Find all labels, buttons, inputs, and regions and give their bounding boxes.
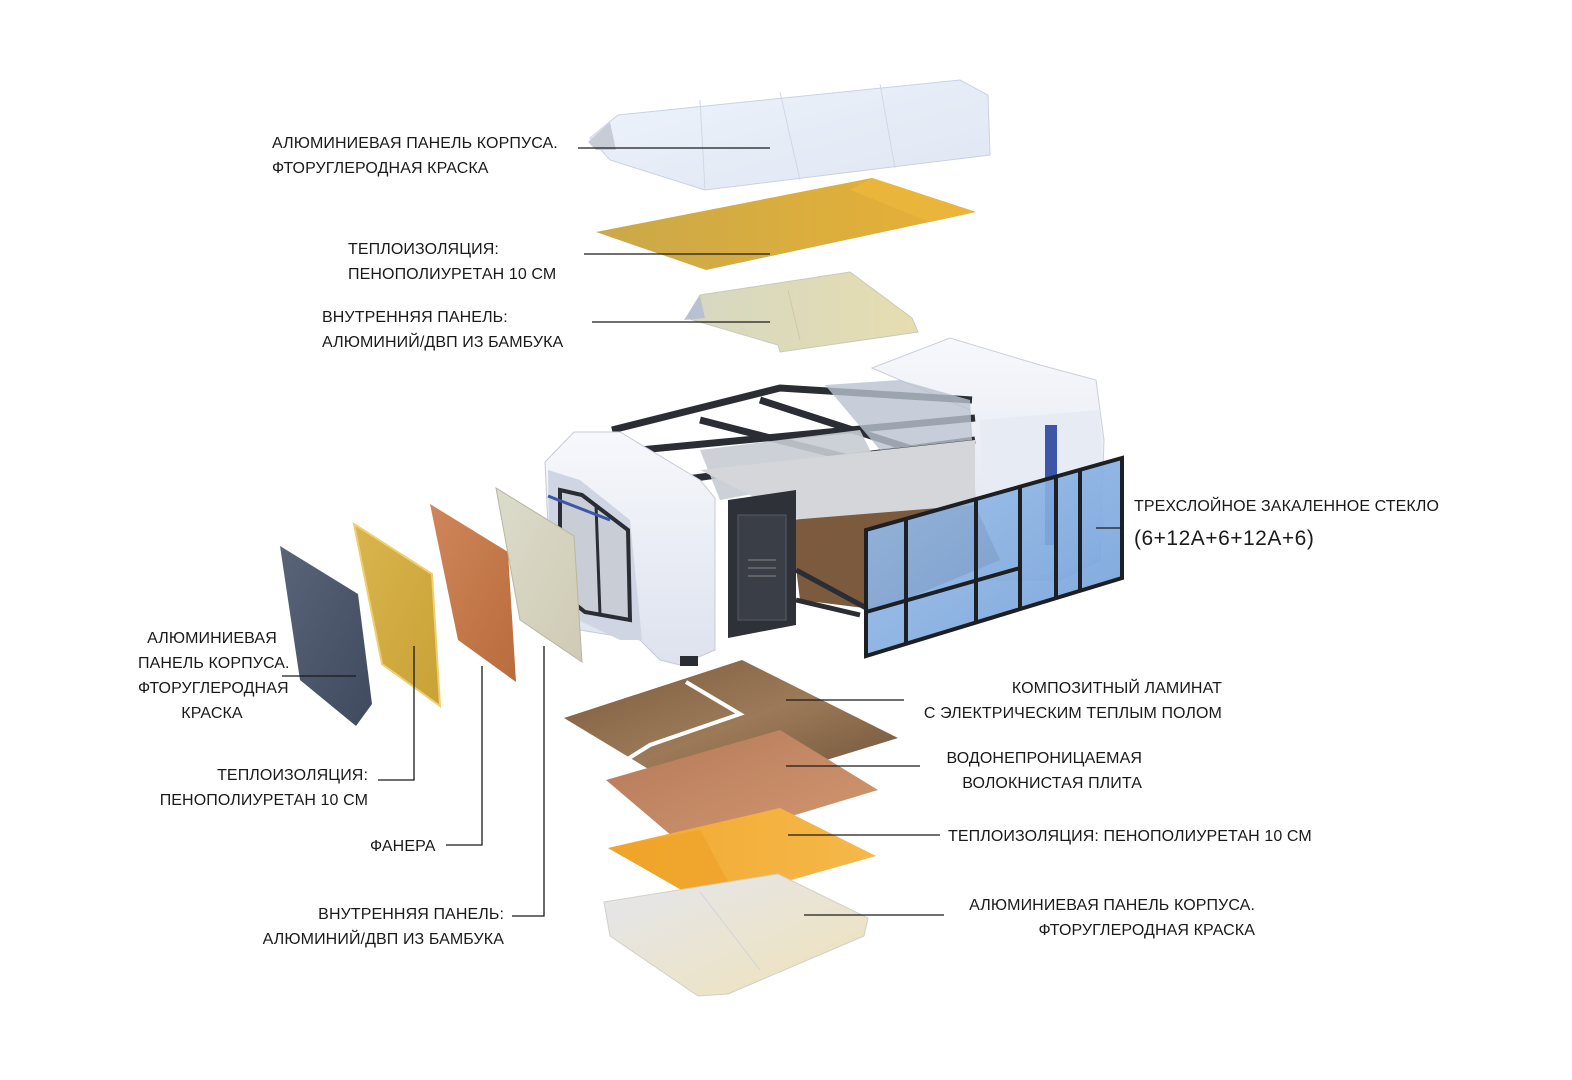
- wall-outer-panel: [280, 546, 372, 726]
- leader-wall-inner: [512, 646, 545, 917]
- label-roof-insulation: ТЕПЛОИЗОЛЯЦИЯ: ПЕНОПОЛИУРЕТАН 10 СМ: [348, 241, 557, 283]
- label-floor-laminate: КОМПОЗИТНЫЙ ЛАМИНАТ С ЭЛЕКТРИЧЕСКИМ ТЕПЛ…: [923, 680, 1222, 722]
- floor-outer-panel: [603, 873, 869, 997]
- roof-inner-panel: [684, 271, 919, 353]
- roof-insulation-layer: [596, 178, 976, 270]
- glazed-wall-panel: [864, 455, 1124, 659]
- floor-insulation-layer: [608, 808, 876, 904]
- label-wall-inner: ВНУТРЕННЯЯ ПАНЕЛЬ: АЛЮМИНИЙ/ДВП ИЗ БАМБУ…: [262, 906, 504, 948]
- leader-wall-insulation: [378, 646, 415, 781]
- label-wall-outer: АЛЮМИНИЕВАЯ ПАНЕЛЬ КОРПУСА. ФТОРУГЛЕРОДН…: [138, 630, 290, 722]
- floor-waterproof-board: [606, 730, 878, 848]
- label-wall-plywood: ФАНЕРА: [370, 838, 436, 855]
- wall-inner-panel: [495, 486, 583, 663]
- wall-insulation-layer: [352, 521, 442, 709]
- label-glass: ТРЕХСЛОЙНОЕ ЗАКАЛЕННОЕ СТЕКЛО (6+12A+6+1…: [1134, 498, 1440, 550]
- roof-outer-panel: [588, 79, 991, 191]
- label-roof-inner: ВНУТРЕННЯЯ ПАНЕЛЬ: АЛЮМИНИЙ/ДВП ИЗ БАМБУ…: [322, 309, 564, 351]
- label-roof-outer: АЛЮМИНИЕВАЯ ПАНЕЛЬ КОРПУСА. ФТОРУГЛЕРОДН…: [272, 135, 558, 177]
- label-floor-outer: АЛЮМИНИЕВАЯ ПАНЕЛЬ КОРПУСА. ФТОРУГЛЕРОДН…: [969, 897, 1255, 939]
- label-floor-insulation: ТЕПЛОИЗОЛЯЦИЯ: ПЕНОПОЛИУРЕТАН 10 СМ: [948, 828, 1312, 845]
- label-wall-insulation: ТЕПЛОИЗОЛЯЦИЯ: ПЕНОПОЛИУРЕТАН 10 СМ: [159, 767, 368, 809]
- label-floor-board: ВОДОНЕПРОНИЦАЕМАЯ ВОЛОКНИСТАЯ ПЛИТА: [946, 750, 1142, 792]
- leader-wall-plywood: [446, 666, 483, 846]
- wall-plywood-layer: [430, 504, 516, 682]
